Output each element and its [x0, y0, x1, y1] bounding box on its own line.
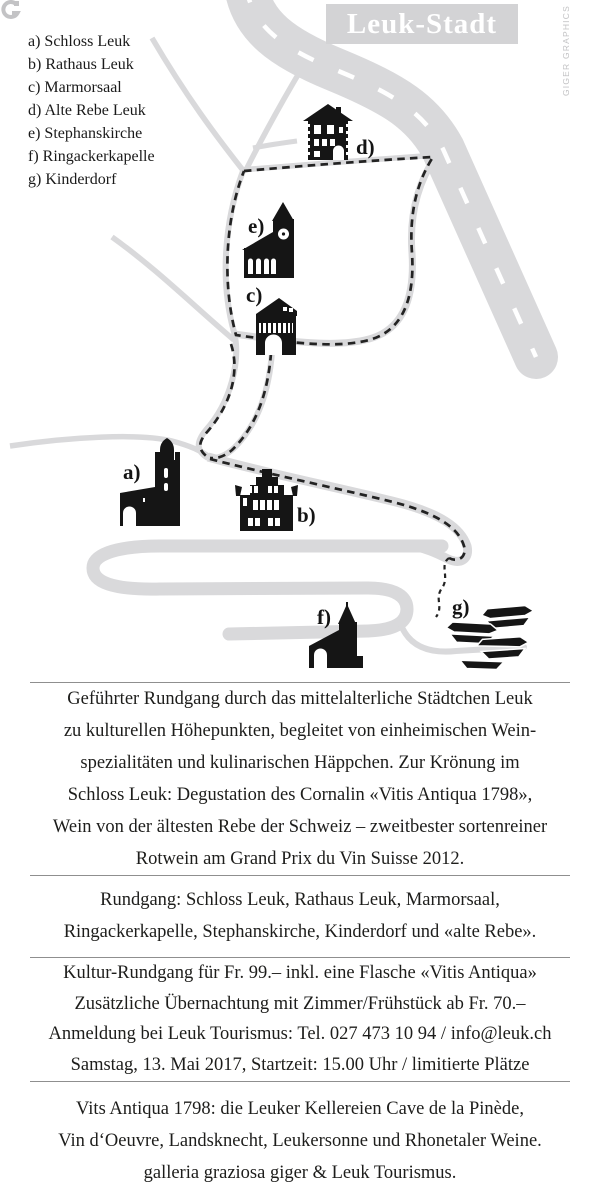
legend-item: c) Marmorsaal: [28, 79, 122, 96]
label-a: a): [123, 460, 141, 484]
icons-layer: [120, 104, 536, 671]
text-line: galleria graziosa giger & Leuk Tourismus…: [143, 1162, 457, 1183]
map-legend: a) Schloss Leuk b) Rathaus Leuk c) Marmo…: [28, 30, 155, 191]
text-line: Zusätzliche Übernachtung mit Zimmer/Früh…: [74, 993, 526, 1014]
legend-item: a) Schloss Leuk: [28, 33, 131, 50]
highway-road: [226, 0, 558, 379]
kinderdorf-icon: [444, 604, 536, 671]
text-line: Ringackerkapelle, Stephanskirche, Kinder…: [63, 922, 537, 942]
road-left-mid: [110, 234, 236, 343]
route-diagonal: [209, 457, 466, 562]
legend-item: b) Rathaus Leuk: [28, 56, 134, 73]
road-branch: [244, 66, 305, 170]
text-sections: Geführter Rundgang durch das mittelalter…: [0, 682, 600, 1200]
text-line: zu kulturellen Höhepunkten, begleitet vo…: [63, 720, 537, 741]
text-line: Kultur-Rundgang für Fr. 99.– inkl. eine …: [63, 963, 537, 983]
text-line: Schloss Leuk: Degustation des Cornalin «…: [67, 784, 533, 805]
route-end-squiggle: [435, 557, 450, 618]
map-labels: a) b) c) d) e) f) g): [123, 135, 470, 629]
wineries-paragraph: Vits Antiqua 1798: die Leuker Kellereien…: [0, 1081, 600, 1200]
intro-paragraph: Geführter Rundgang durch das mittelalter…: [0, 682, 600, 875]
label-g: g): [452, 595, 470, 619]
town-map: a) b) c) d) e) f) g): [9, 0, 558, 671]
page-title: Leuk-Stadt: [326, 4, 518, 44]
pricing-paragraph: Kultur-Rundgang für Fr. 99.– inkl. eine …: [0, 957, 600, 1081]
text-line: spezialitäten und kulinarischen Häppchen…: [80, 752, 520, 773]
road-tail: [398, 622, 527, 655]
route-gate-branch: [209, 352, 273, 460]
road-serpentine: [86, 539, 449, 641]
route-loop: [226, 155, 436, 346]
map-section: a) b) c) d) e) f) g) a) Schloss Leuk b) …: [1, 0, 571, 671]
legend-item: g) Kinderdorf: [28, 171, 117, 188]
branding-text: GIGER GRAPHICS: [561, 5, 571, 96]
label-c: c): [246, 283, 262, 307]
text-line: Vits Antiqua 1798: die Leuker Kellereien…: [76, 1098, 524, 1119]
label-e: e): [248, 214, 264, 238]
text-line: Anmeldung bei Leuk Tourismus: Tel. 027 4…: [48, 1024, 552, 1044]
alte-rebe-icon: [303, 104, 353, 160]
tour-route: [198, 155, 466, 618]
route-west-branch: [198, 343, 236, 460]
stephanskirche-icon: [242, 202, 294, 278]
text-line: Wein von der ältesten Rebe der Schweiz –…: [52, 816, 548, 837]
label-f: f): [317, 605, 331, 629]
legend-item: d) Alte Rebe Leuk: [28, 102, 146, 119]
rathaus-icon: [235, 469, 298, 531]
road-spur: [252, 138, 298, 151]
label-d: d): [356, 135, 375, 159]
legend-item: e) Stephanskirche: [28, 125, 143, 142]
text-line: Rotwein am Grand Prix du Vin Suisse 2012…: [135, 848, 465, 869]
marmorsaal-icon: [256, 298, 297, 355]
text-line: Samstag, 13. Mai 2017, Startzeit: 15.00 …: [70, 1054, 530, 1075]
text-line: Geführter Rundgang durch das mittelalter…: [67, 688, 533, 709]
text-line: Vin d‘Oeuvre, Landsknecht, Leukersonne u…: [58, 1130, 542, 1151]
label-b: b): [297, 503, 316, 527]
schloss-leuk-icon: [120, 438, 180, 526]
road-town-west: [195, 169, 246, 461]
ringackerkapelle-icon: [309, 602, 363, 668]
road-left-diagonal: [149, 36, 245, 171]
rundgang-paragraph: Rundgang: Schloss Leuk, Rathaus Leuk, Ma…: [0, 875, 600, 957]
text-line: Rundgang: Schloss Leuk, Rathaus Leuk, Ma…: [100, 890, 500, 910]
legend-item: f) Ringackerkapelle: [28, 148, 155, 165]
gigergraphics-logo-icon: [1, 0, 21, 19]
